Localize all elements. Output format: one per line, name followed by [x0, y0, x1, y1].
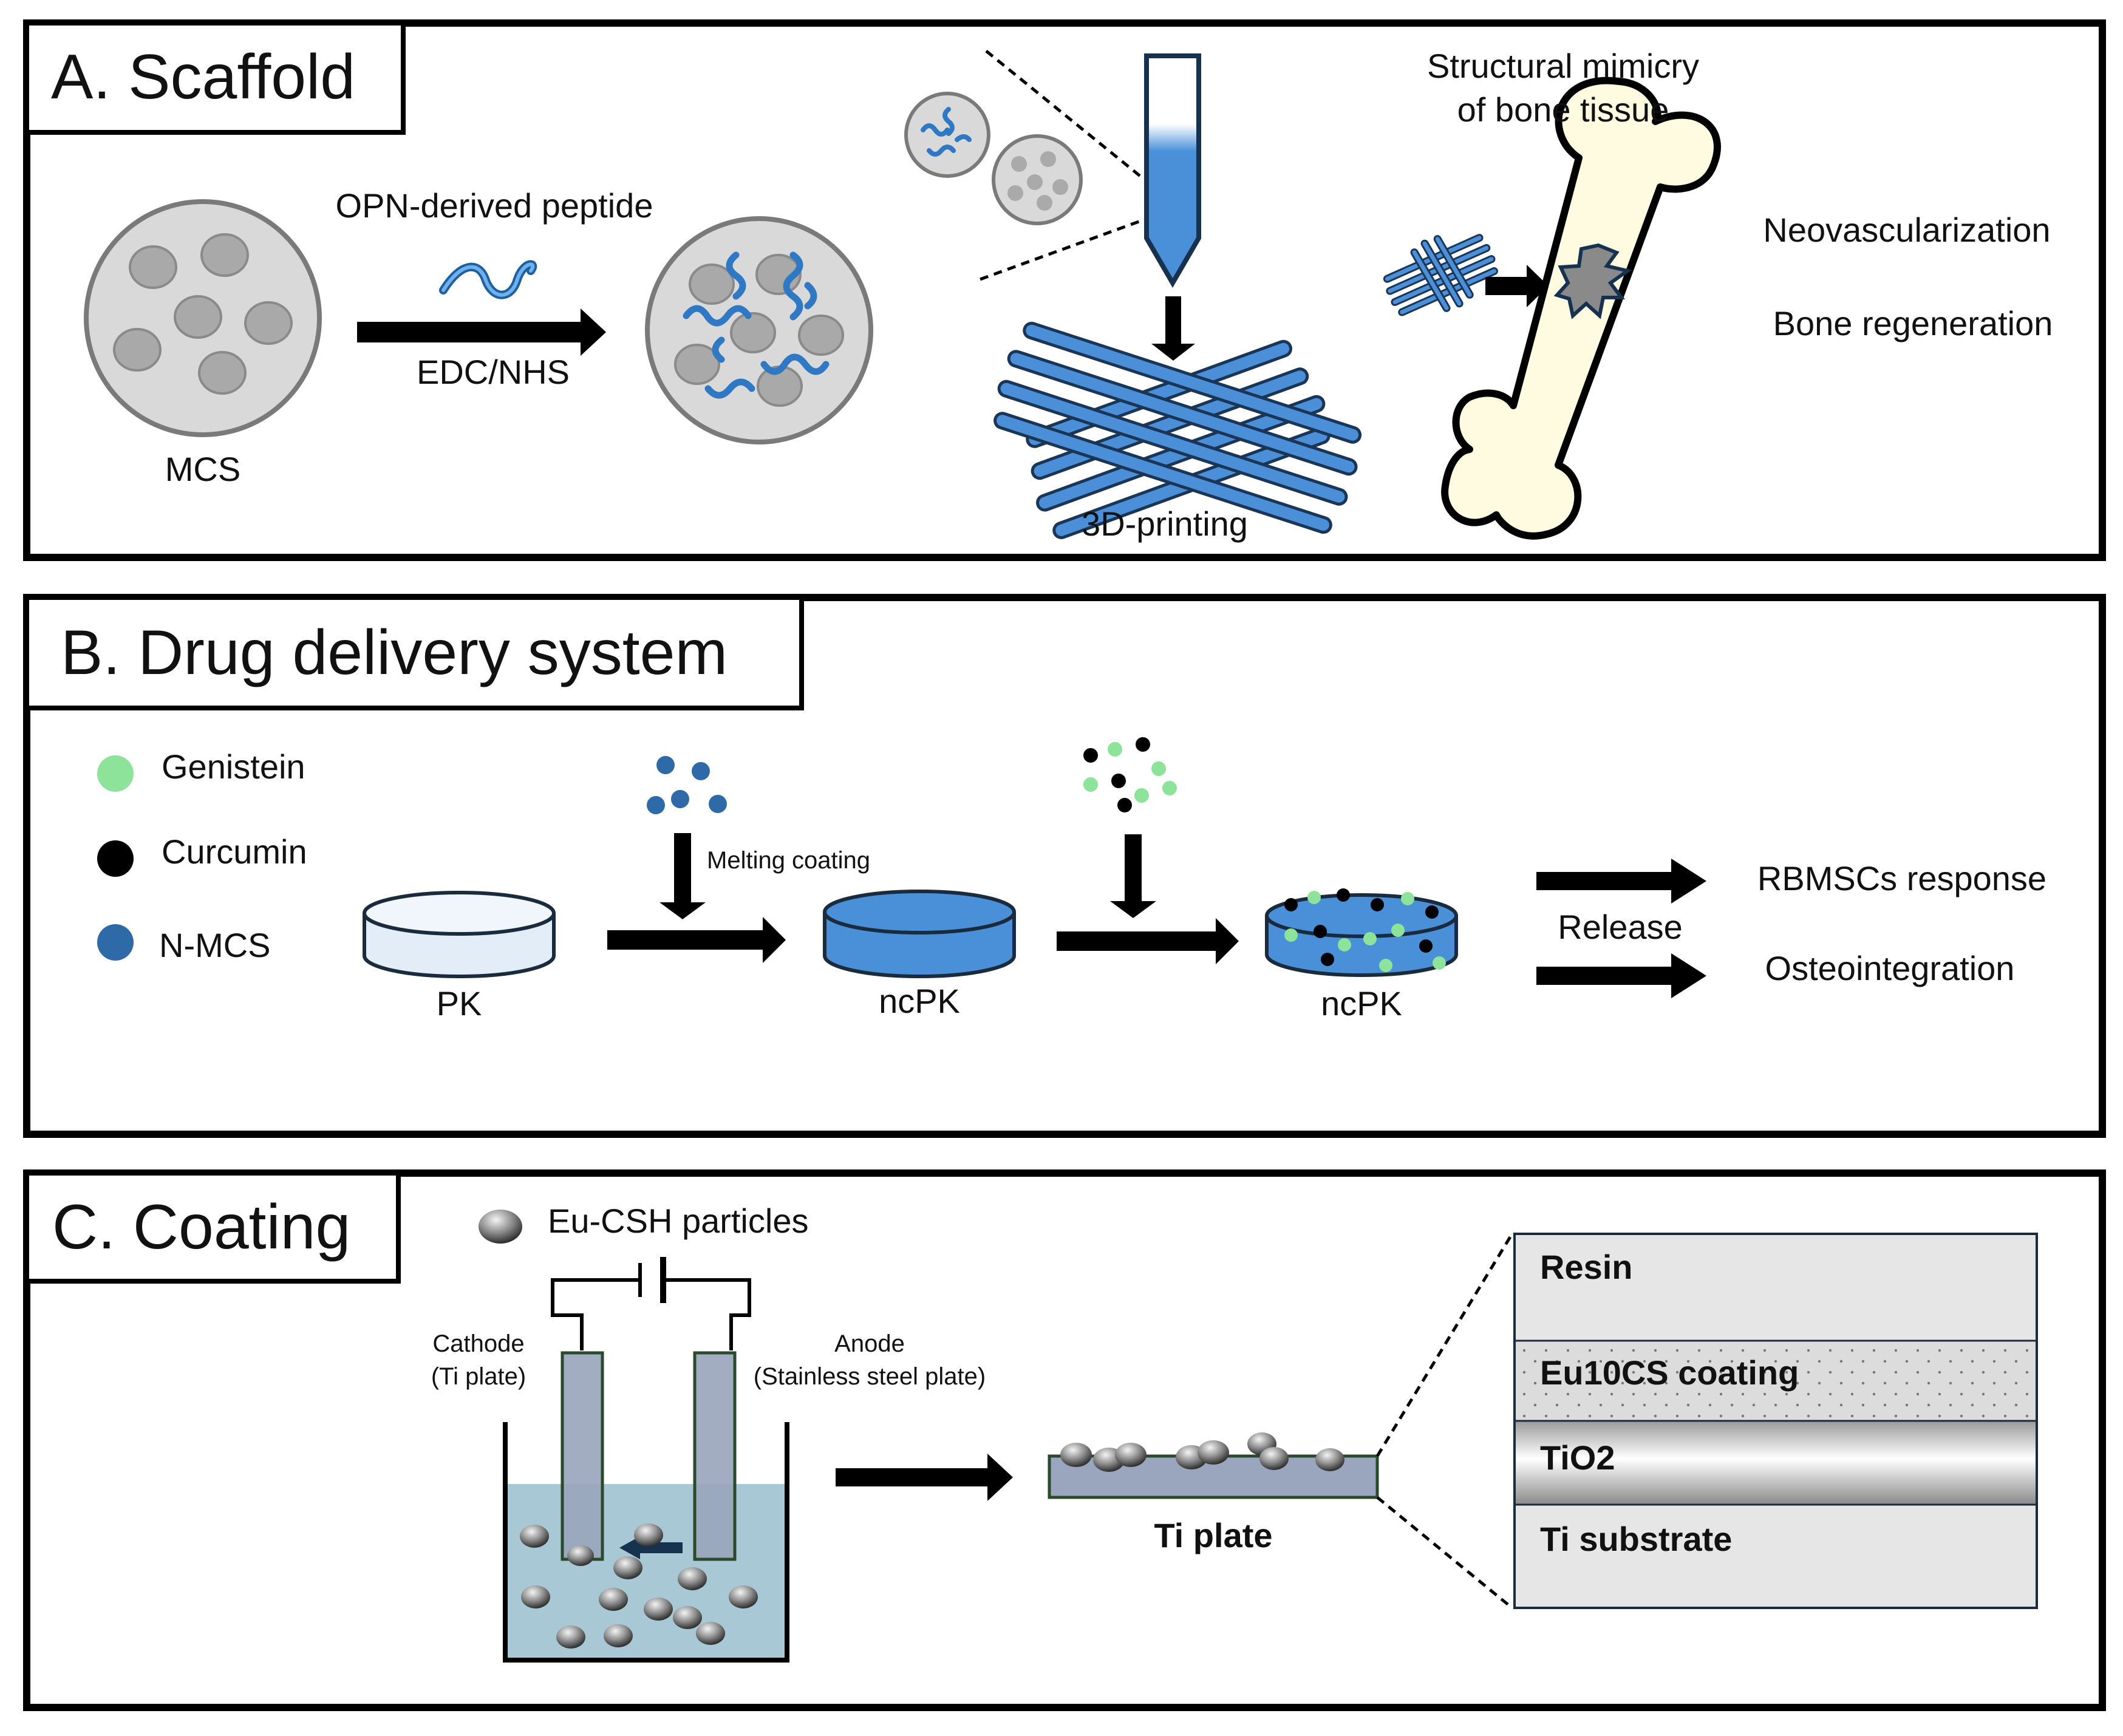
ncpk-label-1: ncPK	[879, 982, 960, 1020]
arrow-coating-down-shaft	[674, 833, 691, 906]
layer-tio2	[1515, 1421, 2037, 1505]
electrolyte-solution	[505, 1484, 787, 1660]
zoom-line-top	[985, 50, 1143, 179]
scaffold-icon	[1383, 234, 1498, 316]
panel-b-title: B. Drug delivery system	[61, 618, 728, 688]
outcome-neovascularization: Neovascularization	[1763, 211, 2050, 249]
nmcs-particles	[647, 756, 727, 814]
anode-label-line1: Anode	[834, 1330, 905, 1357]
legend-nmcs-label: N-MCS	[159, 926, 271, 964]
deposited-particles	[1060, 1432, 1344, 1472]
bone-defect-icon	[1553, 243, 1632, 319]
panel-a: A. Scaffold MCS OPN-derived peptide EDC/…	[23, 19, 2106, 561]
arrow-b2-head	[1216, 918, 1239, 964]
release-label: Release	[1558, 908, 1682, 946]
layer-resin-label: Resin	[1540, 1248, 1633, 1286]
coating-label: Melting coating	[707, 847, 870, 874]
drug-particles	[1083, 737, 1177, 812]
panel-c: C. Coating Eu-CSH particles Cathode (Ti …	[23, 1169, 2106, 1711]
cathode-label-line1: Cathode	[432, 1330, 524, 1357]
arrow-drug-down-shaft	[1125, 834, 1142, 905]
ncpk-label-2: ncPK	[1321, 984, 1402, 1023]
layer-tio2-label: TiO2	[1540, 1438, 1615, 1477]
arrow-coating-down-head	[659, 902, 706, 919]
arrow-release-bottom-head	[1671, 953, 1706, 998]
anode-label-line2: (Stainless steel plate)	[754, 1363, 986, 1390]
arrow-conjugation-shaft	[357, 322, 582, 342]
mcs-particle	[84, 199, 322, 437]
arrow-release-bottom-shaft	[1536, 967, 1674, 985]
anode-electrode	[693, 1351, 737, 1561]
layer-eu10cs-coating	[1515, 1341, 2037, 1421]
arrow-release-top-head	[1671, 859, 1706, 904]
ti-plate-label: Ti plate	[1154, 1516, 1272, 1554]
legend-genistein-swatch	[97, 755, 134, 792]
solution-particles	[520, 1523, 758, 1649]
mimicry-label-line1: Structural mimicry	[1427, 47, 1699, 85]
legend-curcumin-label: Curcumin	[162, 832, 307, 871]
arrow-c-shaft	[836, 1468, 990, 1486]
printing-nozzle	[1144, 53, 1201, 288]
mcs-particle-small	[992, 134, 1083, 225]
migration-arrow-head	[619, 1536, 640, 1559]
grafted-particle-small	[904, 92, 990, 178]
layer-resin	[1515, 1234, 2037, 1341]
pk-label: PK	[437, 984, 482, 1023]
beaker	[503, 1422, 789, 1663]
panel-c-title-box	[24, 1171, 401, 1284]
mimicry-label-line2: of bone tissue	[1457, 90, 1669, 129]
legend-curcumin-swatch	[97, 840, 134, 877]
arrow-b2-shaft	[1057, 931, 1218, 951]
arrow-b1-shaft	[607, 930, 765, 950]
arrow-down-shaft	[1165, 296, 1181, 346]
grafted-mcs-particle	[645, 216, 873, 444]
arrow-c-head	[987, 1454, 1013, 1501]
outcome-bone-regeneration: Bone regeneration	[1773, 304, 2053, 342]
particles-label: Eu-CSH particles	[548, 1202, 808, 1240]
arrow-b1-head	[763, 917, 786, 963]
cathode-label-line2: (Ti plate)	[431, 1363, 526, 1390]
pk-disc	[363, 891, 556, 978]
legend-genistein-label: Genistein	[162, 747, 305, 786]
outcome-osteointegration: Osteointegration	[1765, 949, 2015, 987]
arrow-drug-down-head	[1110, 901, 1156, 918]
printed-scaffold	[993, 321, 1362, 539]
reagent-label: EDC/NHS	[417, 353, 570, 391]
panel-c-title: C. Coating	[52, 1192, 350, 1262]
panel-a-title-box	[24, 21, 406, 135]
ncpk-disc-1	[823, 890, 1016, 978]
layer-box-border	[1513, 1233, 2038, 1609]
panel-b-title-box	[24, 595, 804, 710]
circuit-wires	[551, 1278, 751, 1350]
arrow-implant-shaft	[1485, 277, 1529, 295]
ncpk-disc-2	[1265, 888, 1458, 977]
eu-csh-particle-icon	[479, 1210, 522, 1244]
panel-b: B. Drug delivery system Genistein Curcum…	[23, 594, 2106, 1138]
arrow-implant-head	[1527, 265, 1549, 307]
zoom-line-bottom	[980, 214, 1154, 281]
layer-cross-section: Resin Eu10CS coating TiO2 Ti substrate	[1513, 1233, 2038, 1609]
printing-label: 3D-printing	[1082, 505, 1248, 543]
panel-a-title: A. Scaffold	[51, 42, 355, 112]
mcs-label: MCS	[165, 450, 240, 488]
outcome-rbmscs: RBMSCs response	[1757, 859, 2046, 897]
arrow-down-head	[1151, 344, 1195, 361]
arrow-release-top-shaft	[1536, 872, 1674, 890]
layer-ti-substrate	[1515, 1505, 2037, 1608]
peptide-label: OPN-derived peptide	[336, 186, 653, 225]
cathode-electrode	[561, 1351, 604, 1561]
layer-ti-substrate-label: Ti substrate	[1540, 1520, 1732, 1558]
arrow-conjugation-head	[581, 308, 606, 356]
peptide-icon-highlight	[441, 262, 535, 297]
legend-nmcs-swatch	[97, 924, 134, 961]
layer-eu10cs-label: Eu10CS coating	[1540, 1353, 1799, 1392]
